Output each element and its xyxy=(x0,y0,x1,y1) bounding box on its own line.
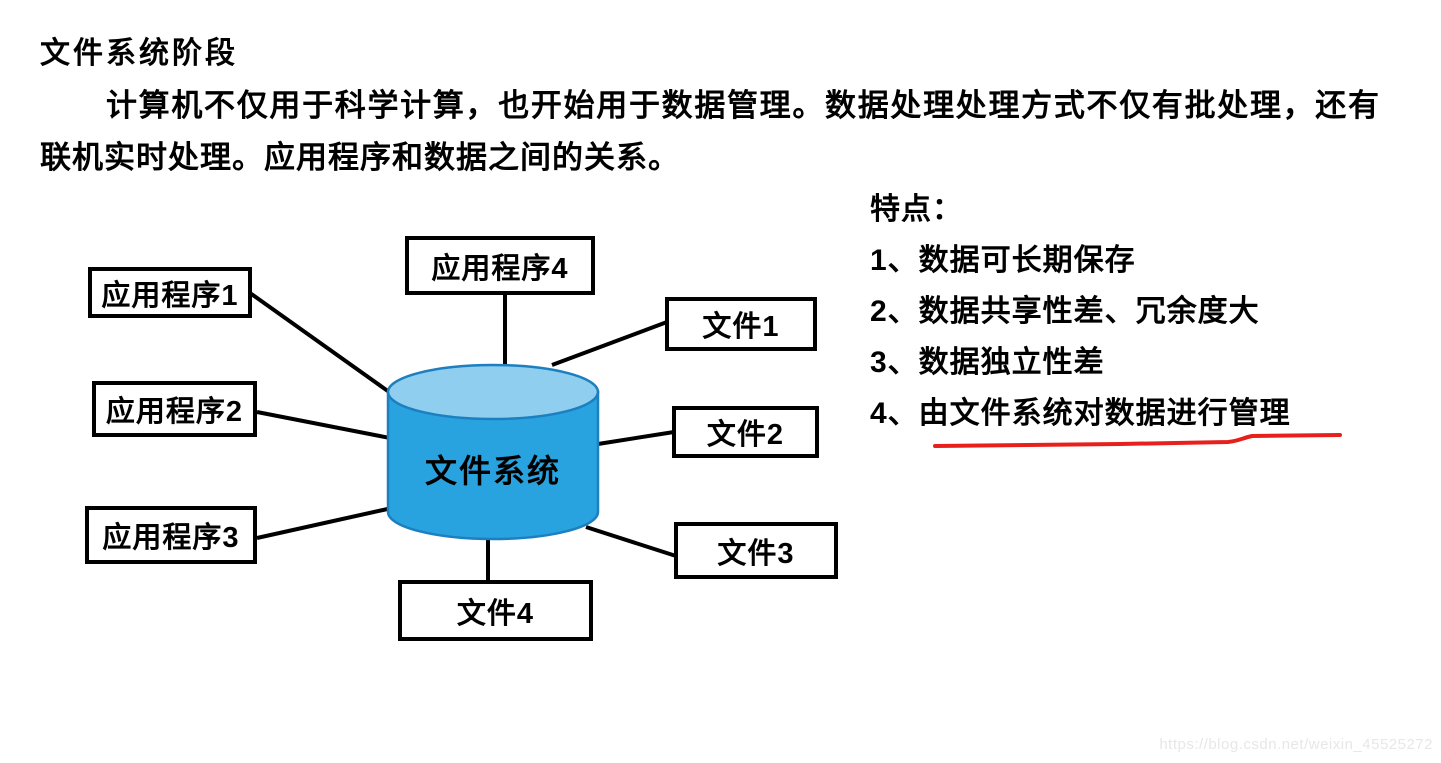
feature-item-3: 3、数据独立性差 xyxy=(870,346,1105,379)
file-box-4: 文件4 xyxy=(398,580,593,641)
file-system-cylinder xyxy=(386,363,600,541)
connector-file1 xyxy=(551,320,668,367)
page-title: 文件系统阶段 xyxy=(40,37,238,70)
connector-app3 xyxy=(256,506,393,540)
watermark: https://blog.csdn.net/weixin_45525272 xyxy=(1159,736,1433,753)
intro-paragraph: 计算机不仅用于科学计算，也开始用于数据管理。数据处理处理方式不仅有批处理，还有联… xyxy=(40,88,1380,175)
app-box-1: 应用程序1 xyxy=(88,267,252,318)
features-heading: 特点： xyxy=(870,193,963,226)
file-box-3: 文件3 xyxy=(674,522,838,579)
connector-file3 xyxy=(585,525,677,558)
app-box-2: 应用程序2 xyxy=(92,381,257,437)
cylinder-body xyxy=(386,390,600,541)
connector-app1 xyxy=(248,291,394,396)
file-box-1: 文件1 xyxy=(665,297,817,351)
connector-app2 xyxy=(256,410,391,440)
red-underline xyxy=(933,433,1342,448)
app-box-4: 应用程序4 xyxy=(405,236,595,295)
feature-item-1: 1、数据可长期保存 xyxy=(870,244,1136,277)
connector-lines xyxy=(248,291,677,582)
connector-file2 xyxy=(597,430,675,446)
feature-item-4: 4、由文件系统对数据进行管理 xyxy=(870,397,1291,430)
features-panel: 特点： 1、数据可长期保存 2、数据共享性差、冗余度大 3、数据独立性差 4、由… xyxy=(870,184,1410,439)
file-system-label: 文件系统 xyxy=(424,453,561,489)
cylinder-top xyxy=(386,363,600,421)
feature-item-2: 2、数据共享性差、冗余度大 xyxy=(870,295,1260,328)
file-box-2: 文件2 xyxy=(672,406,819,458)
app-box-3: 应用程序3 xyxy=(85,506,257,564)
